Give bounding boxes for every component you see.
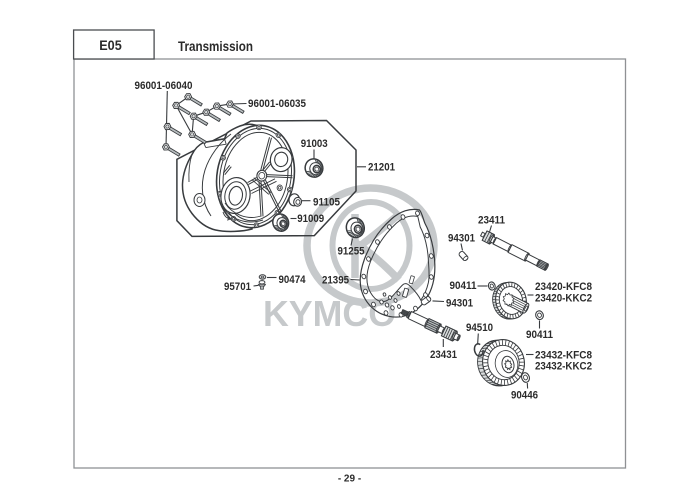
svg-text:21201: 21201 [368,162,395,174]
svg-text:23420-KKC2: 23420-KKC2 [535,293,592,305]
svg-text:90411: 90411 [450,280,477,292]
svg-text:91255: 91255 [338,246,365,258]
svg-text:Transmission: Transmission [178,38,253,54]
svg-text:21395: 21395 [322,275,349,287]
svg-text:KYMCO: KYMCO [263,293,396,334]
svg-text:96001-06040: 96001-06040 [135,80,193,92]
svg-text:23432-KKC2: 23432-KKC2 [535,361,592,373]
svg-text:94301: 94301 [446,298,473,310]
svg-text:95701: 95701 [224,281,251,293]
svg-text:96001-06035: 96001-06035 [248,98,306,110]
svg-text:94510: 94510 [466,322,493,334]
svg-text:23432-KFC8: 23432-KFC8 [535,350,592,362]
svg-text:90411: 90411 [526,329,553,341]
svg-text:91003: 91003 [301,138,328,150]
svg-text:91009: 91009 [297,213,324,225]
svg-text:23411: 23411 [478,215,505,227]
svg-text:91105: 91105 [313,196,340,208]
svg-text:23420-KFC8: 23420-KFC8 [535,281,592,293]
svg-text:23431: 23431 [430,349,457,361]
svg-text:90474: 90474 [279,274,307,286]
svg-text:- 29 -: - 29 - [338,474,361,485]
svg-text:E05: E05 [99,37,122,53]
svg-text:94301: 94301 [448,233,475,245]
svg-text:90446: 90446 [511,390,538,402]
